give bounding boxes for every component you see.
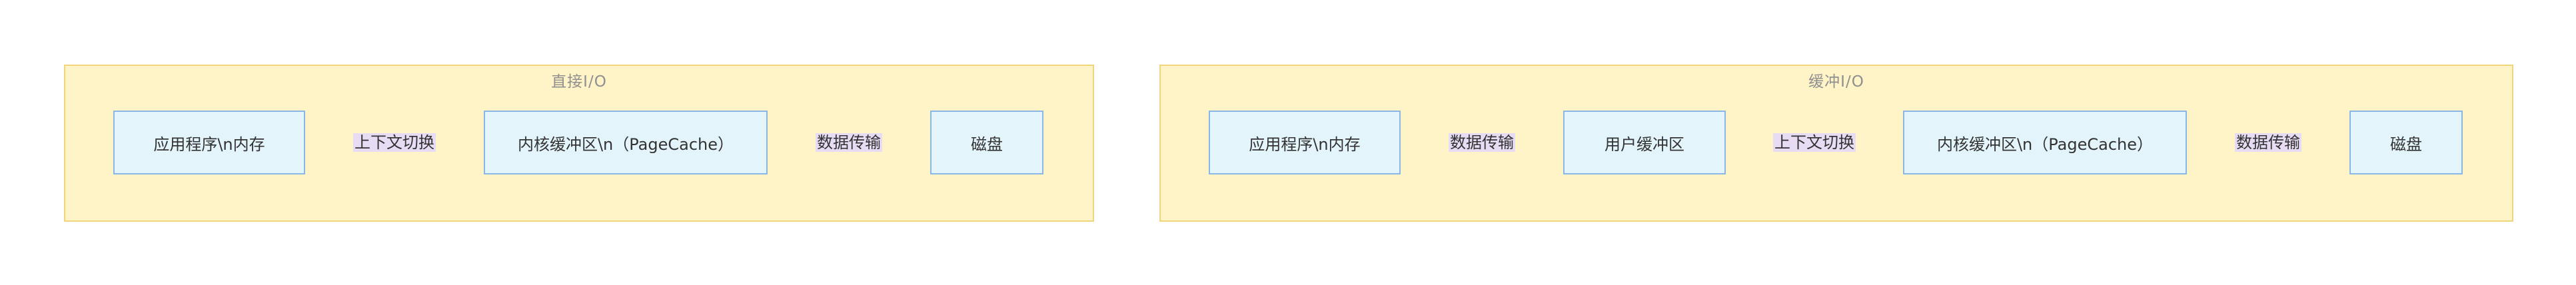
- buffered-kernel-buffer-node: 内核缓冲区\n（PageCache）: [1903, 111, 2187, 174]
- buffered-io-title: 缓冲I/O: [1808, 73, 1864, 91]
- direct-io-title: 直接I/O: [551, 73, 607, 91]
- direct-disk-node: 磁盘: [930, 111, 1043, 174]
- direct-edge-label-data-transfer: 数据传输: [816, 133, 882, 152]
- buffered-app-memory-node: 应用程序\n内存: [1209, 111, 1401, 174]
- buffered-user-buffer-node: 用户缓冲区: [1563, 111, 1726, 174]
- buffered-edge-label-context-switch: 上下文切换: [1773, 133, 1856, 152]
- direct-kernel-buffer-node: 内核缓冲区\n（PageCache）: [484, 111, 768, 174]
- buffered-edge-label-data-transfer-2: 数据传输: [2235, 133, 2301, 152]
- buffered-disk-node: 磁盘: [2349, 111, 2463, 174]
- direct-edge-label-context-switch: 上下文切换: [353, 133, 436, 152]
- buffered-edge-label-data-transfer-1: 数据传输: [1449, 133, 1515, 152]
- direct-app-memory-node: 应用程序\n内存: [113, 111, 305, 174]
